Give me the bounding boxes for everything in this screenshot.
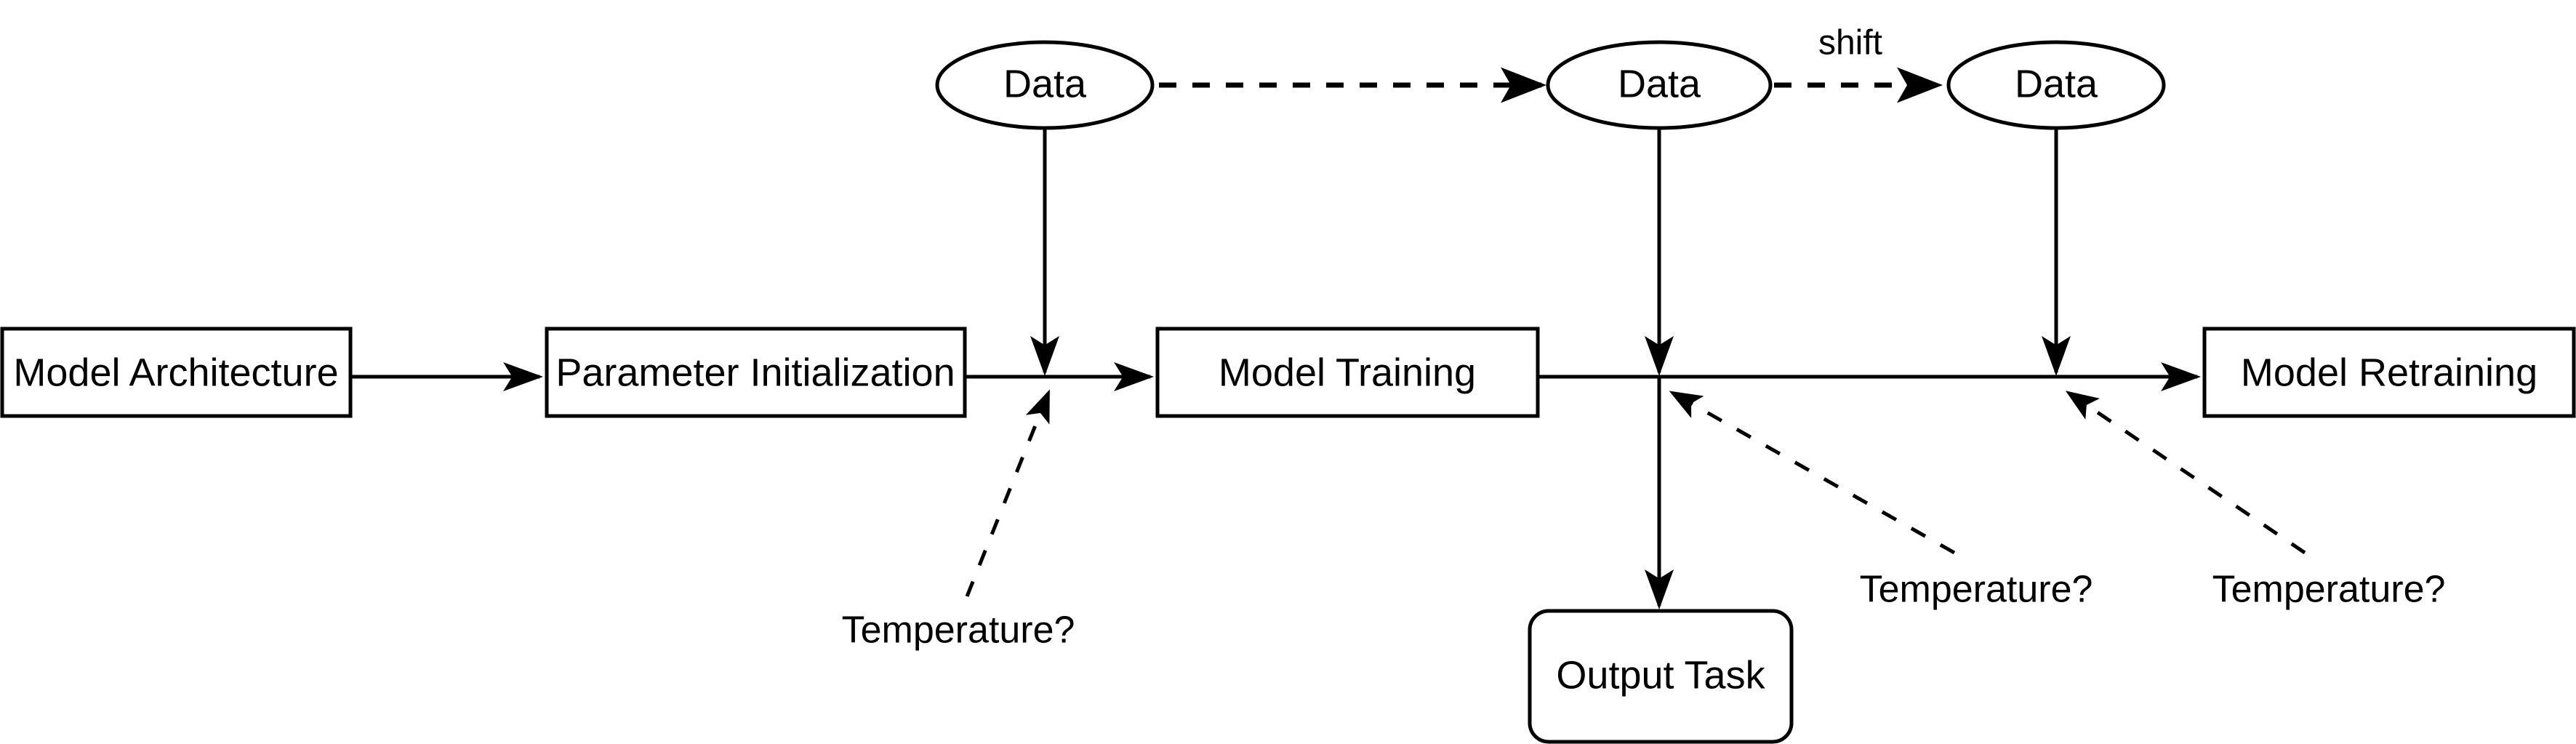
temperature-annotation-1: Temperature?: [842, 609, 1075, 652]
data-1-ellipse[interactable]: [935, 40, 1155, 130]
model-training-box[interactable]: [1155, 327, 1540, 418]
model-architecture-label: Model Architecture: [13, 351, 338, 394]
parameter-initialization-box[interactable]: [545, 327, 967, 418]
node-parameter-initialization[interactable]: Parameter Initialization: [545, 327, 967, 418]
node-data-2[interactable]: Data: [1546, 40, 1773, 130]
model-retraining-label: Model Retraining: [2241, 351, 2537, 394]
parameter-initialization-label: Parameter Initialization: [555, 351, 955, 394]
node-output-task[interactable]: Output Task: [1528, 609, 1794, 744]
model-retraining-box[interactable]: [2202, 327, 2576, 418]
data-1-label: Data: [1003, 62, 1087, 105]
node-model-retraining[interactable]: Model Retraining: [2202, 327, 2576, 418]
node-data-1[interactable]: Data: [935, 40, 1155, 130]
model-training-label: Model Training: [1219, 351, 1476, 394]
temperature-annotation-3: Temperature?: [2212, 569, 2446, 611]
data-2-label: Data: [1618, 62, 1701, 105]
edge-temperature1-to-flowline: [965, 389, 1051, 597]
edge-temperature3-to-flowline: [2065, 391, 2306, 555]
output-task-label: Output Task: [1556, 653, 1765, 697]
node-data-3[interactable]: Data: [1946, 40, 2166, 130]
data-3-label: Data: [2015, 62, 2098, 105]
shift-edge-label: shift: [1818, 24, 1882, 63]
model-architecture-box[interactable]: [0, 327, 353, 418]
temperature-annotation-2: Temperature?: [1860, 569, 2093, 611]
data-3-ellipse[interactable]: [1946, 40, 2166, 130]
node-model-training[interactable]: Model Training: [1155, 327, 1540, 418]
output-task-box[interactable]: [1528, 609, 1794, 744]
data-2-ellipse[interactable]: [1546, 40, 1773, 130]
edge-temperature2-to-flowline: [1669, 391, 1956, 555]
node-model-architecture[interactable]: Model Architecture: [0, 327, 353, 418]
